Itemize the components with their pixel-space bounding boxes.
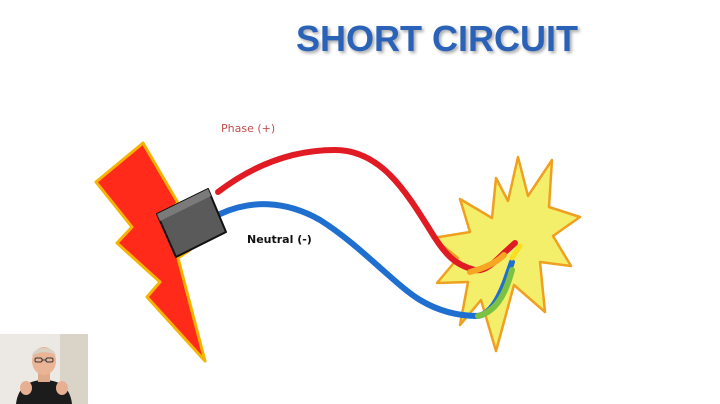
neutral-conductor-tip — [475, 267, 515, 319]
lightning-bolt-icon — [94, 141, 207, 363]
presenter-webcam-thumbnail — [0, 334, 88, 404]
neutral-label: Neutral (-) — [247, 233, 312, 246]
spark-contact-point — [509, 243, 523, 261]
phase-conductor-tip — [467, 252, 507, 275]
phase-label: Phase (+) — [221, 122, 276, 135]
plug-connector-icon — [156, 188, 227, 258]
presenter-avatar — [0, 334, 88, 404]
slide-title: SHORT CIRCUIT — [296, 18, 578, 59]
